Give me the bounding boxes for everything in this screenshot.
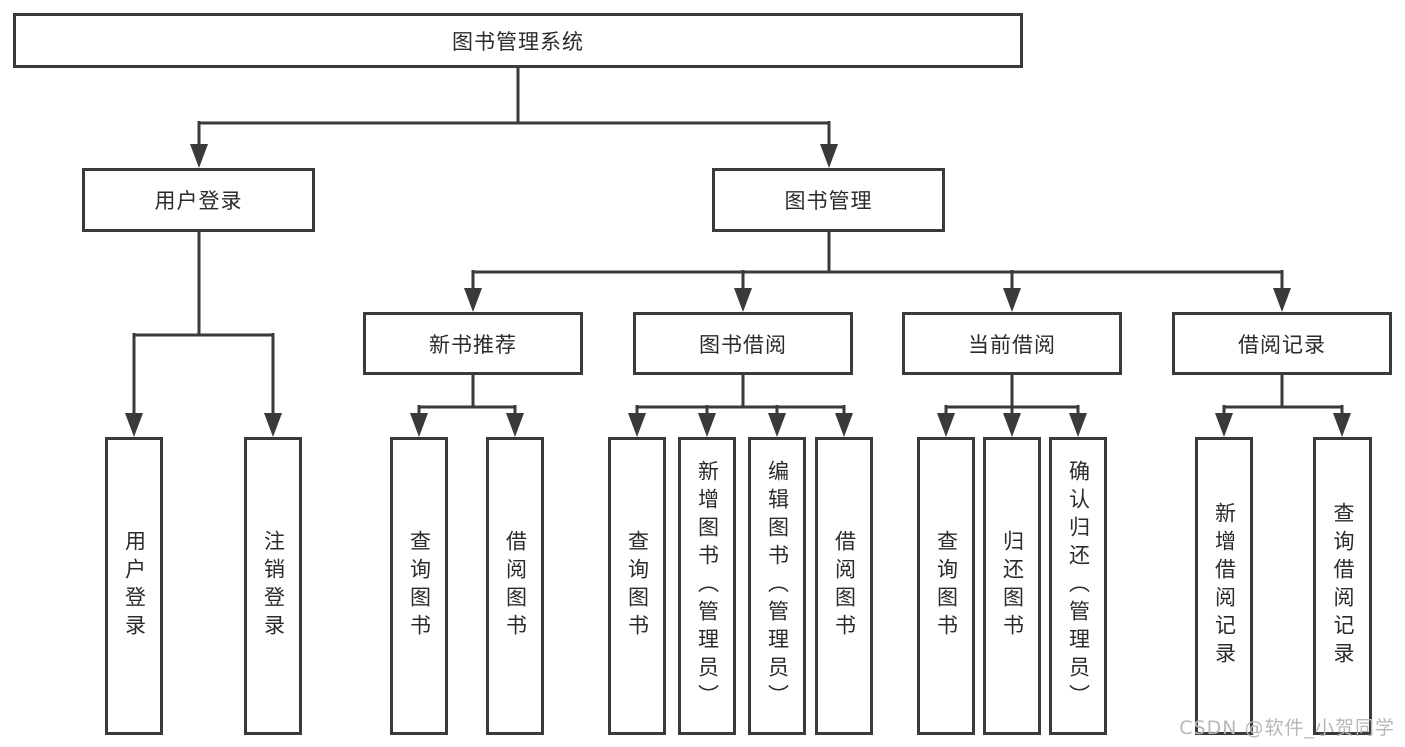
node-query-books: 查询图书 [608,437,666,735]
node-label: 查询图书 [407,530,432,642]
node-label: 新增借阅记录 [1212,502,1237,670]
node-label: 当前借阅 [968,332,1056,357]
node-borrow-books: 借阅图书 [486,437,544,735]
node-label: 图书管理 [784,189,873,213]
node-logout: 注销登录 [244,437,302,735]
node-borrow-records: 借阅记录 [1172,312,1392,375]
node-add-books-admin: 新增图书（管理员） [678,437,736,735]
node-book-borrow: 图书借阅 [633,312,853,375]
watermark: CSDN @软件_小贺同学 [1179,717,1395,739]
node-label: 用户登录 [122,530,147,642]
node-return-books: 归还图书 [983,437,1041,735]
node-label: 编辑图书（管理员） [765,460,790,712]
node-label: 图书借阅 [699,332,787,357]
node-label: 用户登录 [154,189,243,213]
node-label: 图书管理系统 [452,29,584,54]
node-confirm-return-admin: 确认归还（管理员） [1049,437,1107,735]
node-label: 查询图书 [625,530,650,642]
node-user-login-leaf: 用户登录 [105,437,163,735]
node-book-management: 图书管理 [712,168,945,232]
node-query-books: 查询图书 [917,437,975,735]
node-user-login: 用户登录 [82,168,315,232]
node-edit-books-admin: 编辑图书（管理员） [748,437,806,735]
node-query-borrow-record: 查询借阅记录 [1313,437,1372,735]
node-new-book-recommend: 新书推荐 [363,312,583,375]
node-label: 借阅记录 [1238,332,1326,357]
node-book-management-system: 图书管理系统 [13,13,1023,68]
node-query-books: 查询图书 [390,437,448,735]
node-add-borrow-record: 新增借阅记录 [1195,437,1253,735]
node-label: 确认归还（管理员） [1066,460,1091,712]
node-label: 查询借阅记录 [1331,502,1355,670]
node-label: 新书推荐 [429,332,517,357]
node-label: 新增图书（管理员） [695,460,720,712]
node-label: 借阅图书 [503,530,528,642]
node-label: 查询图书 [934,530,959,642]
node-label: 注销登录 [261,530,286,642]
node-borrow-books: 借阅图书 [815,437,873,735]
node-current-borrow: 当前借阅 [902,312,1122,375]
node-label: 借阅图书 [832,530,857,642]
node-label: 归还图书 [1000,530,1025,642]
